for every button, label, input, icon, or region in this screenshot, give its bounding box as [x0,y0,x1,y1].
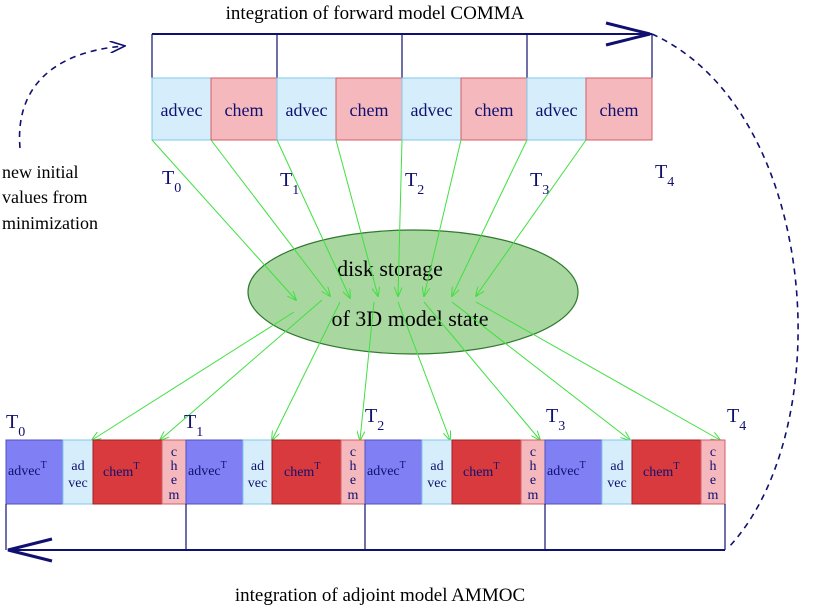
forward-title: integration of forward model COMMA [226,3,525,24]
advec-block [601,439,633,505]
chem-letter: h [171,459,178,474]
chem-letter: e [171,473,177,488]
side-note-line-2: values from [2,187,87,207]
time-label-t4: T4 [727,405,746,434]
advec-transpose-label: advecT [8,460,47,479]
advec-transpose-label: advecT [547,460,586,479]
advec-block [401,77,462,141]
chem-block [335,77,403,141]
time-label-t4: T4 [655,161,674,190]
advec-transpose-label: advecT [188,460,227,479]
chem-transpose-block [271,439,342,505]
advec-block [276,77,337,141]
time-label-t2: T2 [365,405,384,434]
advec-transpose-label: advecT [367,460,406,479]
advec-transpose-block [185,439,244,505]
forward-step-1: advec chem [276,77,403,141]
chem-label: chem [475,100,514,120]
chem-letter: c [171,445,177,460]
chem-letter: e [350,473,356,488]
advec-transpose-block [544,439,603,505]
chem-letter: e [530,473,536,488]
chem-block [161,439,187,505]
storage-line-2: of 3D model state [331,306,488,331]
advec-label: advec [536,100,578,120]
time-label-t1: T1 [184,411,203,440]
store-arrows [151,139,587,300]
chem-letter: c [710,445,716,460]
chem-block [700,439,726,505]
chem-label: chem [225,100,264,120]
storage-line-1: disk storage [337,256,443,281]
time-label-t1: T1 [280,169,299,198]
time-label-t2: T2 [405,169,424,198]
chem-letter: m [528,488,539,503]
chem-letter: h [350,459,357,474]
advec-label-a: ad [610,459,623,474]
chem-transpose-label: chemT [103,461,139,480]
feedback-dashed-arrow [18,46,124,149]
advec-label-b: vec [248,476,267,491]
advec-label-b: vec [427,476,446,491]
chem-letter: m [708,488,719,503]
advec-label: advec [161,100,203,120]
forward-timeline [151,21,653,78]
adjoint-step-3: advecT ad vec chemT c h e m [544,439,726,505]
forward-step-3: advec chem [526,77,653,141]
adjoint-step-1: advecT ad vec chemT c h e m [185,439,366,505]
advec-label-a: ad [251,459,264,474]
advec-label: advec [286,100,328,120]
advec-label-a: ad [430,459,443,474]
adjoint-step-0: advecT ad vec chemT c h e m [5,439,187,505]
chem-block [340,439,366,505]
chem-letter: m [169,488,180,503]
time-label-t3: T3 [546,405,565,434]
advec-transpose-block [5,439,64,505]
chem-letter: c [350,445,356,460]
advec-block [151,77,212,141]
adjoint-title: integration of adjoint model AMMOC [235,585,525,606]
chem-transpose-block [451,439,522,505]
adjoint-arrow-head [7,537,53,563]
advec-label: advec [411,100,453,120]
chem-letter: e [710,473,716,488]
advec-label-b: vec [68,476,87,491]
time-label-t3: T3 [530,169,549,198]
chem-label: chem [600,100,639,120]
side-note-line-3: minimization [2,213,98,233]
side-note: new initial values from minimization [2,162,98,233]
forward-to-adjoint-dashed-curve [651,33,799,549]
disk-storage-ellipse [247,229,579,355]
restore-arrows [92,299,720,440]
time-label-t0: T0 [6,411,25,440]
chem-transpose-label: chemT [643,461,679,480]
forward-step-2: advec chem [401,77,528,141]
adjoint-step-2: advecT ad vec chemT c h e m [364,439,546,505]
adjoint-timeline [5,504,726,563]
chem-transpose-label: chemT [284,461,320,480]
chem-label: chem [350,100,389,120]
chem-block [460,77,528,141]
side-note-line-1: new initial [2,162,78,182]
chem-transpose-label: chemT [463,461,499,480]
advec-label-a: ad [71,459,84,474]
chem-letter: m [348,488,359,503]
forward-time-labels: T0 T1 T2 T3 T4 [162,161,674,198]
adjoint-time-labels: T0 T1 T2 T3 T4 [6,405,746,440]
time-label-t0: T0 [162,167,181,196]
chem-letter: h [530,459,537,474]
chem-transpose-block [631,439,702,505]
advec-block [242,439,273,505]
chem-block [520,439,546,505]
advec-label-b: vec [607,476,626,491]
chem-letter: c [530,445,536,460]
chem-block [210,77,278,141]
chem-block [585,77,653,141]
forward-arrow-head [605,21,651,47]
chem-letter: h [710,459,717,474]
forward-step-0: advec chem [151,77,278,141]
